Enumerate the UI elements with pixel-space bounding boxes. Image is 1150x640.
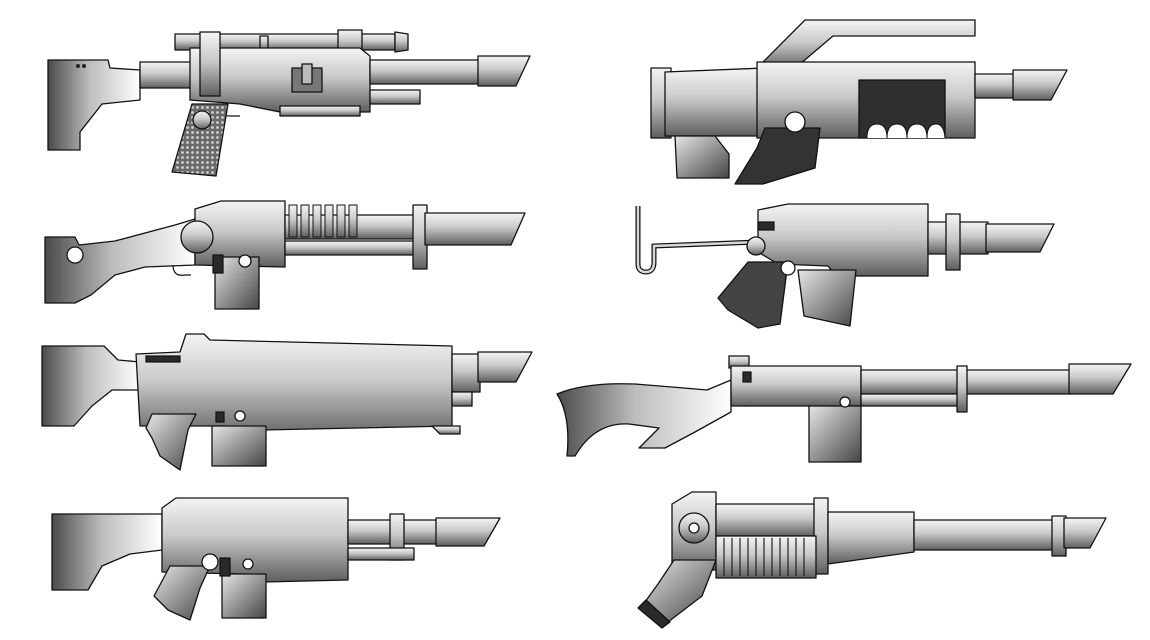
battle-rifle xyxy=(40,330,540,475)
long-barrel-rifle-icon xyxy=(556,355,1132,463)
shotgun-icon xyxy=(637,491,1107,629)
battle-rifle-icon xyxy=(41,333,533,471)
shotgun xyxy=(632,490,1112,630)
compact-rifle-icon xyxy=(51,497,501,621)
pump-rifle-icon xyxy=(44,200,526,310)
folding-stock-rifle-icon xyxy=(635,203,1055,329)
long-barrel-rifle xyxy=(555,352,1140,472)
carbine-rifle xyxy=(645,18,1075,188)
scoped-rifle-icon xyxy=(47,29,531,177)
folding-stock-rifle xyxy=(628,200,1068,330)
compact-rifle xyxy=(50,492,505,627)
scoped-rifle xyxy=(40,20,540,185)
pump-rifle xyxy=(44,195,535,315)
carbine-rifle-icon xyxy=(650,19,1068,185)
